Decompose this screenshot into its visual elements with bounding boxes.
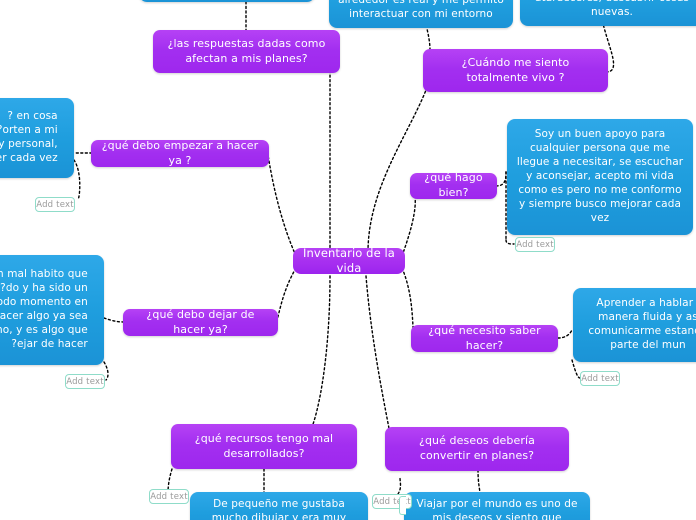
node-answer-top-right[interactable]: atardeceres, descubrir cosas nuevas. xyxy=(520,0,696,26)
node-question-respuestas[interactable]: ¿las respuestas dadas como afectan a mis… xyxy=(153,30,340,73)
add-text-label: Add text xyxy=(36,199,74,210)
node-answer-dejar[interactable]: ? un mal habito que ?do y ha sido un ? t… xyxy=(0,255,104,365)
node-label: ? en cosa ?orten a mi ? y personal, ?er … xyxy=(0,110,58,164)
node-answer-top-mid[interactable]: alrededor es real y me permito interactu… xyxy=(329,0,513,28)
node-label: ¿qué recursos tengo mal desarrollados? xyxy=(194,431,334,460)
node-answer-saber[interactable]: Aprender a hablar i manera fluida y as c… xyxy=(573,288,696,362)
add-text-label: Add text xyxy=(581,373,619,384)
node-question-dejar[interactable]: ¿qué debo dejar de hacer ya? xyxy=(123,309,278,336)
node-label: alrededor es real y me permito interactu… xyxy=(338,0,504,21)
root-node[interactable]: Inventario de la vida xyxy=(293,248,405,274)
node-answer-empezar[interactable]: ? en cosa ?orten a mi ? y personal, ?er … xyxy=(0,98,74,178)
add-text-label: Add text xyxy=(66,376,104,387)
node-label: Viajar por el mundo es uno de mis deseos… xyxy=(416,498,578,520)
node-label: ¿las respuestas dadas como afectan a mis… xyxy=(167,36,326,65)
node-question-deseos[interactable]: ¿qué deseos debería convertir en planes? xyxy=(385,427,569,471)
node-label: ¿Cuándo me siento totalmente vivo ? xyxy=(461,55,570,84)
node-label: ? un mal habito que ?do y ha sido un ? t… xyxy=(0,268,88,350)
add-text-placeholder-1[interactable]: Add text xyxy=(35,197,75,212)
add-text-marker-icon xyxy=(399,496,406,515)
node-answer-deseos[interactable]: Viajar por el mundo es uno de mis deseos… xyxy=(404,492,590,520)
node-label: Soy un buen apoyo para cualquier persona… xyxy=(516,128,684,224)
node-answer-hago-bien[interactable]: Soy un buen apoyo para cualquier persona… xyxy=(507,119,693,235)
node-label: atardeceres, descubrir cosas nuevas. xyxy=(535,0,689,19)
add-text-label: Add text xyxy=(516,239,554,250)
node-label: ¿qué debo dejar de hacer ya? xyxy=(146,309,255,336)
node-question-saber[interactable]: ¿qué necesito saber hacer? xyxy=(411,325,558,352)
add-text-placeholder-6[interactable]: Add text xyxy=(372,494,412,509)
node-label: Aprender a hablar i manera fluida y as c… xyxy=(588,297,696,351)
add-text-label: Add text xyxy=(373,496,411,507)
node-label: De pequeño me gustaba mucho dibujar y er… xyxy=(211,498,347,520)
add-text-label: Add text xyxy=(150,491,188,502)
node-label: ¿qué debo empezar a hacer ya ? xyxy=(101,140,259,167)
add-text-placeholder-2[interactable]: Add text xyxy=(65,374,105,389)
node-question-empezar[interactable]: ¿qué debo empezar a hacer ya ? xyxy=(91,140,269,167)
node-label: ¿qué deseos debería convertir en planes? xyxy=(419,434,535,462)
node-answer-recursos[interactable]: De pequeño me gustaba mucho dibujar y er… xyxy=(190,492,368,520)
node-answer-top-left[interactable]: objetivos lo mas pronto posible xyxy=(139,0,315,2)
add-text-placeholder-4[interactable]: Add text xyxy=(580,371,620,386)
add-text-placeholder-3[interactable]: Add text xyxy=(515,237,555,252)
add-text-placeholder-5[interactable]: Add text xyxy=(149,489,189,504)
node-label: ¿qué necesito saber hacer? xyxy=(428,325,541,352)
node-question-recursos[interactable]: ¿qué recursos tengo mal desarrollados? xyxy=(171,424,357,469)
root-node-label: Inventario de la vida xyxy=(303,248,395,274)
node-question-hago-bien[interactable]: ¿qué hago bien? xyxy=(410,173,497,199)
node-question-vivo[interactable]: ¿Cuándo me siento totalmente vivo ? xyxy=(423,49,608,92)
node-label: ¿qué hago bien? xyxy=(424,173,483,199)
